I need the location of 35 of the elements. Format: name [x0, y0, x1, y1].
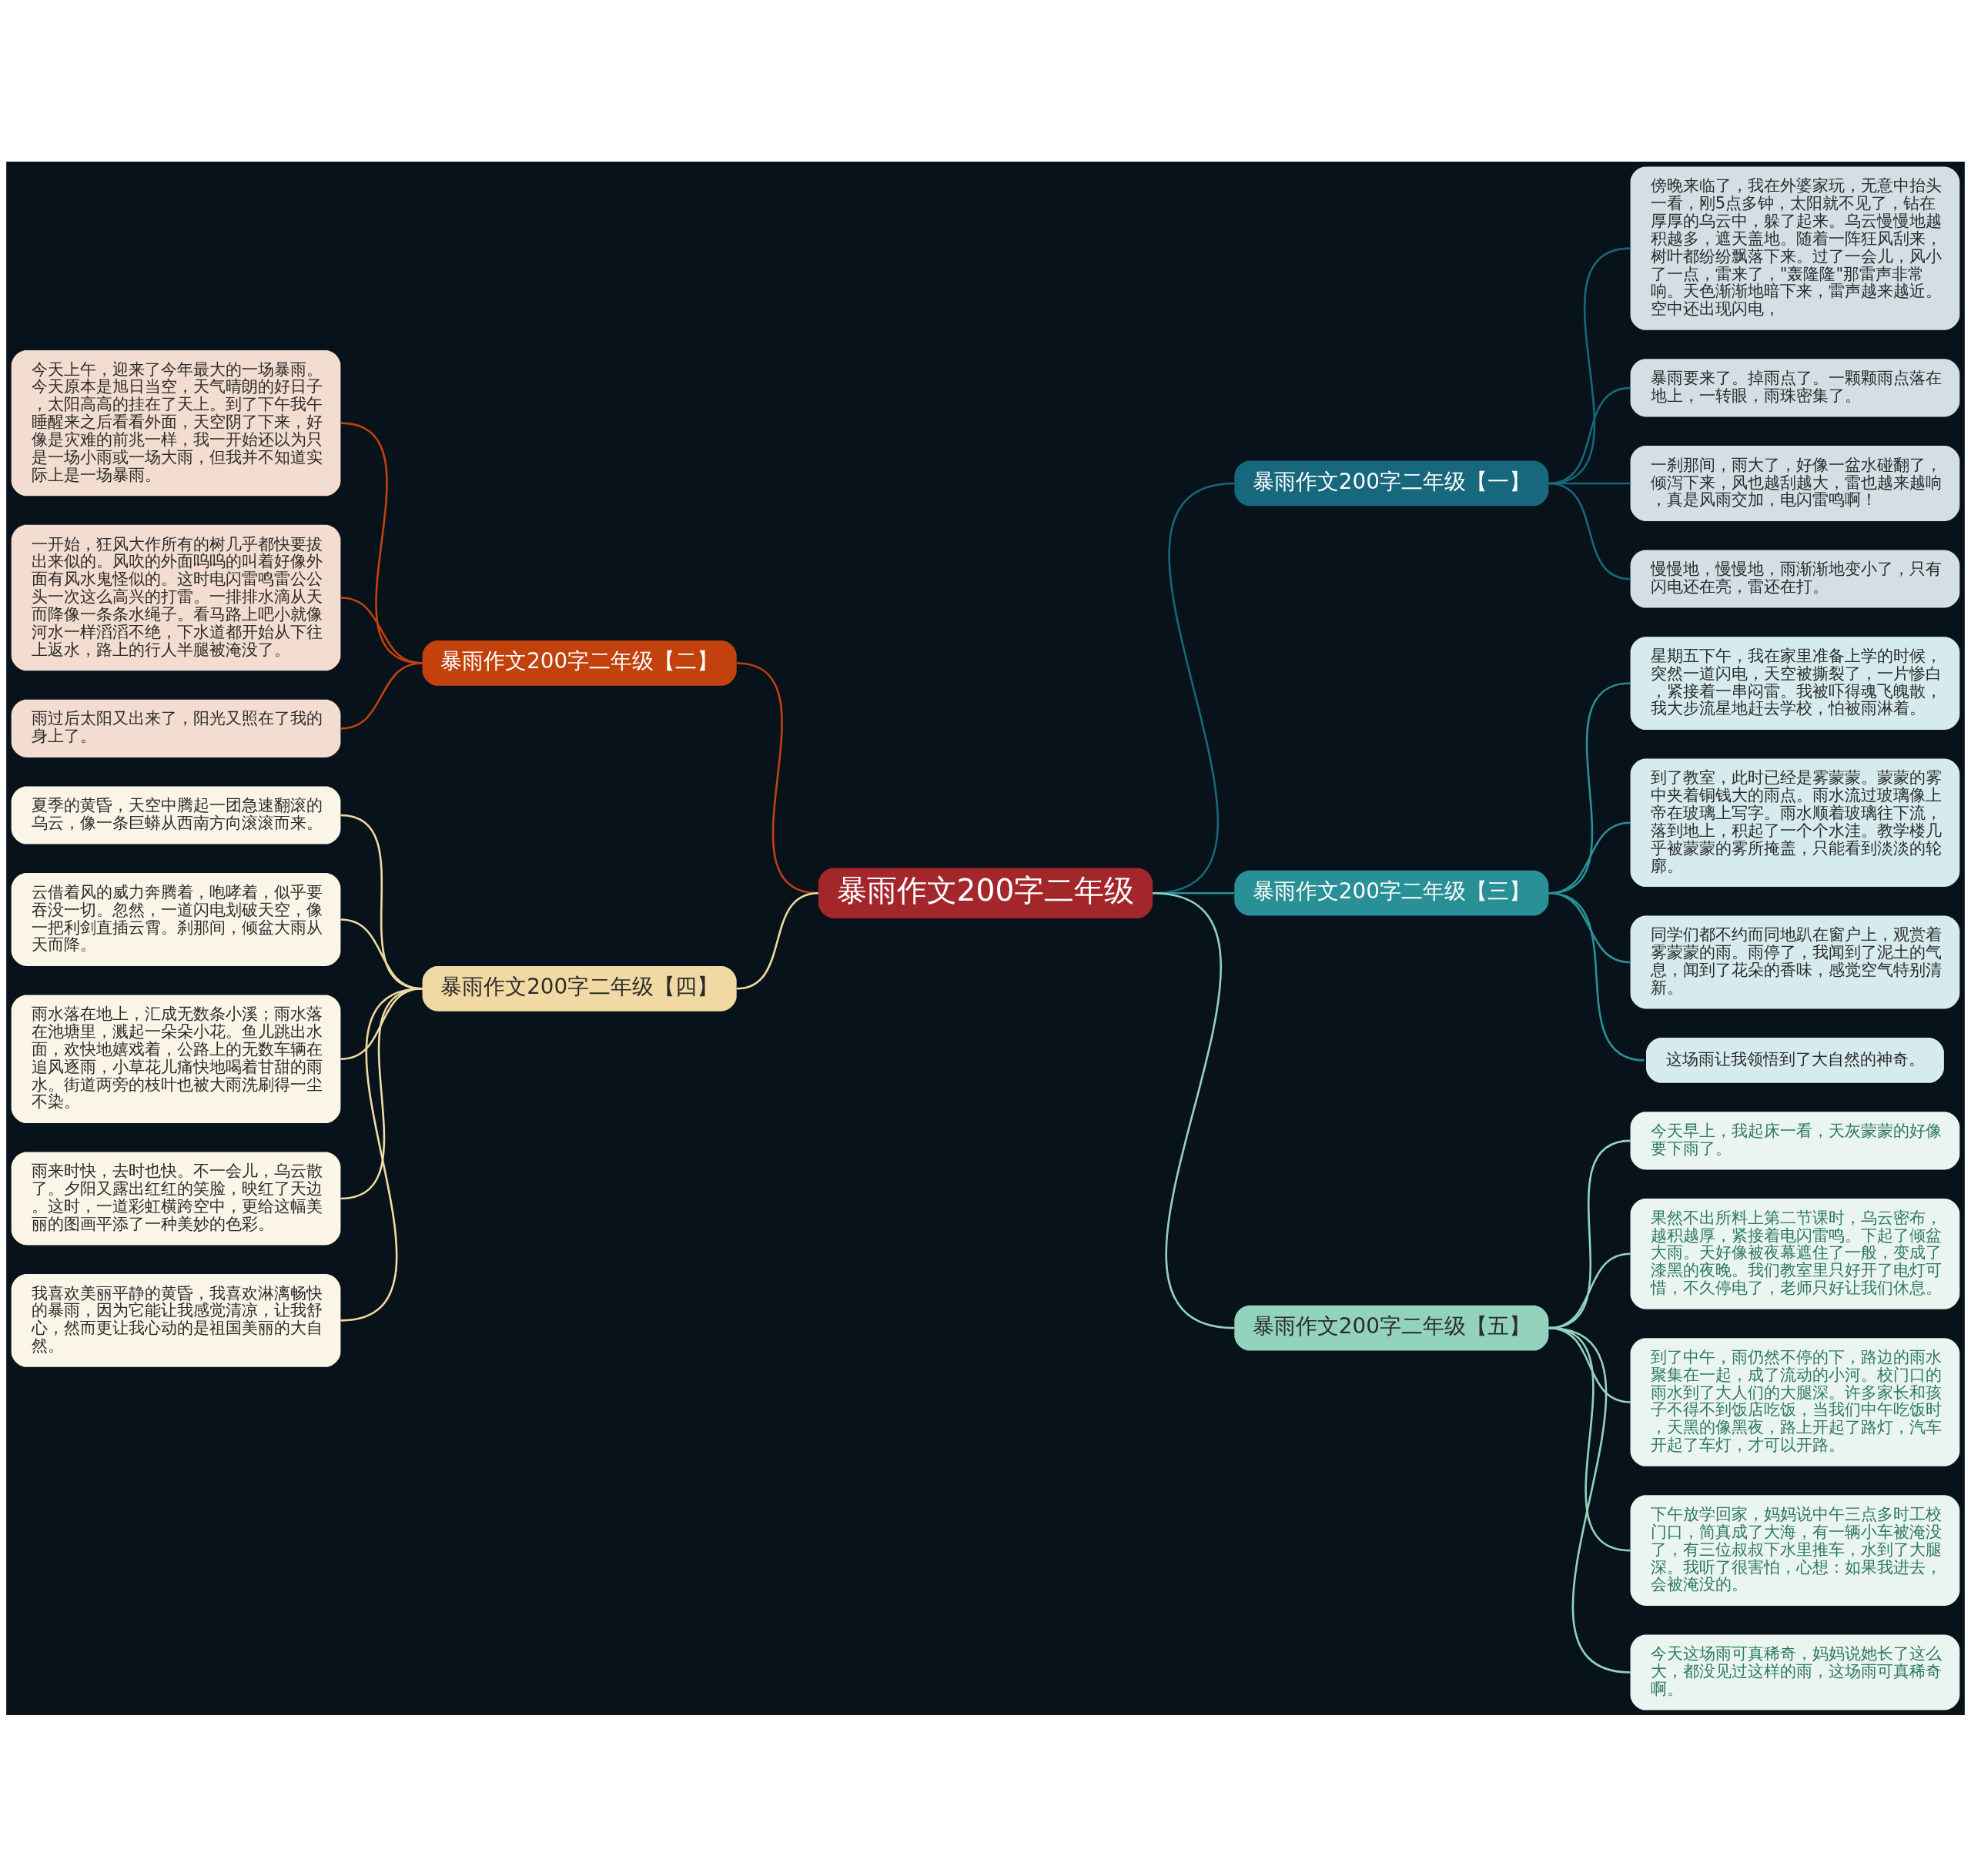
node-box: 一刹那间，雨大了，好像一盆水碰翻了，倾泻下来，风也越刮越大，雷也越来越响，真是风雨交加，电闪雷鸣啊！: [1630, 445, 1960, 521]
node-box: 我喜欢美丽平静的黄昏，我喜欢淋漓畅快的暴雨，因为它能让我感觉清凉，让我舒心，然而更让我心动的是祖国美丽的大自然。: [11, 1273, 341, 1367]
node-box: 雨来时快，去时也快。不一会儿，乌云散了。夕阳又露出红红的笑脸，映红了天边。这时，一道彩虹横跨空中，更给这幅美丽的图画平添了一种美妙的色彩。: [11, 1152, 341, 1245]
node-box: 到了教室，此时已经是雾蒙蒙。蒙蒙的雾中夹着铜钱大的雨点。雨水流过玻璃像上帝在玻璃上写字。雨水顺着玻璃往下流，落到地上，积起了一个个水洼。教学楼几乎被蒙蒙的雾所掩盖，只能看到淡淡的轮廓。: [1630, 758, 1960, 887]
node-box: 雨水落在地上，汇成无数条小溪；雨水落在池塘里，溅起一朵朵小花。鱼儿跳出水面，欢快地嬉戏着，公路上的无数车辆在追风逐雨，小草花儿痛快地喝着甘甜的雨水。街道两旁的枝叶也被大雨洗刷得一尘不染。: [11, 994, 341, 1123]
node-box: 到了中午，雨仍然不停的下，路边的雨水聚集在一起，成了流动的小河。校门口的雨水到了大人们的大腿深。许多家长和孩子不得不到饭店吃饭，当我们中午吃饭时，天黑的像黑夜，路上开起了路灯，汽车开起了车灯，才可以开路。: [1630, 1337, 1960, 1466]
connector: [340, 987, 423, 1322]
node-box: 今天这场雨可真稀奇，妈妈说她长了这么大，都没见过这样的雨，这场雨可真稀奇啊。: [1630, 1634, 1960, 1710]
node-box: 暴雨作文200字二年级【二】: [422, 640, 737, 686]
node-box: 暴雨作文200字二年级【四】: [422, 965, 737, 1012]
connector: [340, 661, 423, 730]
node-box: 夏季的黄昏，天空中腾起一团急速翻滚的乌云，像一条巨蟒从西南方向滚滚而来。: [11, 785, 341, 844]
connector: [1548, 1326, 1631, 1674]
node-box: 星期五下午，我在家里准备上学的时候，突然一道闪电，天空被撕裂了，一片惨白，紧接着一串闷雷。我被吓得魂飞魄散，我大步流星地赶去学校，怕被雨淋着。: [1630, 636, 1960, 730]
node-box: 傍晚来临了，我在外婆家玩，无意中抬头一看，刚5点多钟，太阳就不见了，钻在厚厚的乌云中，躲了起来。乌云慢慢地越积越多，遮天盖地。随着一阵狂风刮来，树叶都纷纷飘落下来。过了一会儿，风小了一点，雷来了，"轰隆隆"那雷声非常响。天色渐渐地暗下来，雷声越来越近。空中还出现闪电，: [1630, 166, 1960, 330]
node-box: 这场雨让我领悟到了大自然的神奇。: [1646, 1037, 1944, 1083]
node-box: 暴雨要来了。掉雨点了。一颗颗雨点落在地上，一转眼，雨珠密集了。: [1630, 358, 1960, 416]
node-box: 暴雨作文200字二年级【一】: [1234, 460, 1549, 506]
connector: [1548, 246, 1631, 484]
node-box: 暴雨作文200字二年级【三】: [1234, 870, 1549, 916]
node-box: 今天早上，我起床一看，天灰蒙蒙的好像要下雨了。: [1630, 1111, 1960, 1169]
connector: [736, 891, 819, 990]
node-box: 今天上午，迎来了今年最大的一场暴雨。今天原本是旭日当空，天气晴朗的好日子，太阳高高的挂在了天上。到了下午我午睡醒来之后看看外面，天空阴了下来，好像是灾难的前兆一样，我一开始还以为只是一场小雨或一场大雨，但我并不知道实际上是一场暴雨。: [11, 349, 341, 496]
node-box: 云借着风的威力奔腾着，咆哮着，似乎要吞没一切。忽然，一道闪电划破天空，像一把利剑直插云霄。刹那间，倾盆大雨从天而降。: [11, 872, 341, 966]
node-box: 一开始，狂风大作所有的树几乎都快要拔出来似的。风吹的外面呜呜的叫着好像外面有风水鬼怪似的。这时电闪雷鸣雷公公头一次这么高兴的打雷。一排排水滴从天而降像一条条水绳子。看马路上吧小就像河水一样滔滔不绝，下水道都开始从下往上返水，路上的行人半腿被淹没了。: [11, 524, 341, 670]
node-box: 暴雨作文200字二年级【五】: [1234, 1305, 1549, 1350]
node-box: 果然不出所料上第二节课时，乌云密布，越积越厚，紧接着电闪雷鸣。下起了倾盆大雨。天好像被夜幕遮住了一般，变成了漆黑的夜晚。我们教室里只好开了电灯可惜，不久停电了，老师只好让我们休息。: [1630, 1198, 1960, 1309]
node-box: 慢慢地，慢慢地，雨渐渐地变小了，只有闪电还在亮，雷还在打。: [1630, 550, 1960, 608]
node-box: 同学们都不约而同地趴在窗户上，观赏着雾蒙蒙的雨。雨停了，我闻到了泥土的气息，闻到了花朵的香味，感觉空气特别清新。: [1630, 915, 1960, 1008]
connector: [1548, 482, 1631, 580]
connector: [1548, 891, 1645, 1062]
connector: [1548, 386, 1631, 484]
node-box: 雨过后太阳又出来了，阳光又照在了我的身上了。: [11, 699, 341, 757]
node-box: 暴雨作文200字二年级: [818, 868, 1153, 918]
node-box: 下午放学回家，妈妈说中午三点多时工校门口，简真成了大海，有一辆小车被淹没了，有三位叔叔下水里推车，水到了大腿深。我听了很害怕，心想：如果我进去，会被淹没的。: [1630, 1494, 1960, 1606]
